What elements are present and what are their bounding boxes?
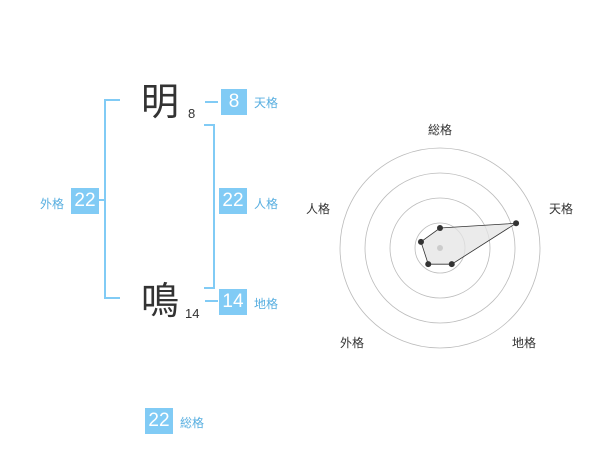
stroke-count-2: 14 xyxy=(185,306,200,321)
radar-label-soukaku: 総格 xyxy=(428,123,453,137)
name-char-2: 鳴 xyxy=(141,279,180,323)
gaikaku-bracket-top xyxy=(104,99,120,101)
name-char-1: 明 xyxy=(141,80,180,124)
jinkaku-bracket-bottom xyxy=(204,287,214,289)
radar-point-4 xyxy=(417,238,424,245)
gaikaku-bracket-bottom xyxy=(104,297,120,299)
radar-grid-ring xyxy=(389,197,491,299)
tenkaku-badge: 8 xyxy=(221,89,247,115)
radar-point-3 xyxy=(425,261,432,268)
radar-label-tenkaku: 天格 xyxy=(549,202,574,216)
radar-label-gaikaku: 外格 xyxy=(340,336,365,350)
tenkaku-connector xyxy=(205,101,218,103)
radar-grid-ring xyxy=(364,172,516,324)
radar-center-point xyxy=(437,245,443,251)
radar-label-chikaku: 地格 xyxy=(512,336,537,350)
gaikaku-label: 外格 xyxy=(40,197,65,211)
jinkaku-bracket-vertical xyxy=(213,124,215,289)
tenkaku-label: 天格 xyxy=(254,96,279,110)
radar-label-jinkaku: 人格 xyxy=(306,202,331,216)
jinkaku-bracket-top xyxy=(204,124,214,126)
jinkaku-badge: 22 xyxy=(219,188,247,214)
chikaku-connector xyxy=(205,300,218,302)
radar-point-2 xyxy=(448,261,455,268)
jinkaku-label: 人格 xyxy=(254,197,279,211)
radar-point-0 xyxy=(437,225,443,231)
gaikaku-bracket-vertical xyxy=(104,99,106,299)
soukaku-badge: 22 xyxy=(145,408,173,434)
radar-point-1 xyxy=(513,220,520,227)
radar-grid-ring xyxy=(339,147,541,349)
soukaku-label: 総格 xyxy=(180,416,205,430)
stroke-count-1: 8 xyxy=(188,106,196,121)
gaikaku-bracket-connector xyxy=(99,199,105,201)
gaikaku-badge: 22 xyxy=(71,188,99,214)
chikaku-badge: 14 xyxy=(219,289,247,315)
chikaku-label: 地格 xyxy=(254,297,279,311)
radar-series-area xyxy=(420,222,517,265)
